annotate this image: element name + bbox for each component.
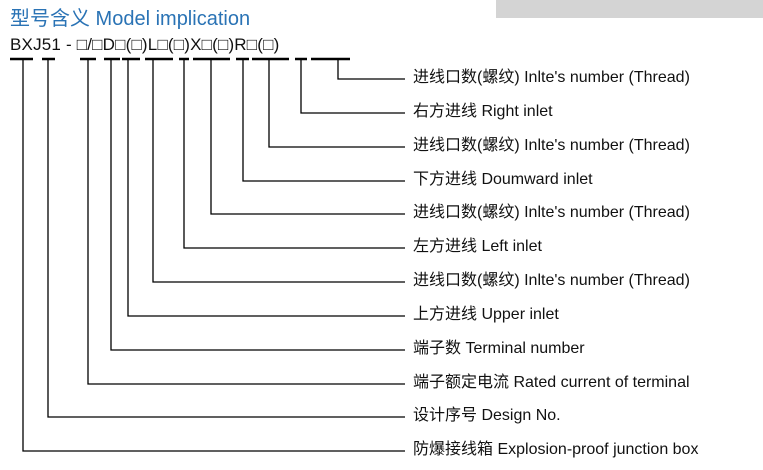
field-label: 端子额定电流 Rated current of terminal (413, 374, 690, 391)
field-label: 端子数 Terminal number (413, 340, 585, 357)
model-code: BXJ51 - □/□D□(□)L□(□)X□(□)R□(□) (10, 35, 280, 54)
field-label: 进线口数(螺纹) Inlte's number (Thread) (413, 69, 690, 86)
leader-line (87, 59, 405, 385)
field-label: 进线口数(螺纹) Inlte's number (Thread) (413, 272, 690, 289)
leader-line (183, 59, 405, 249)
leader-line (110, 59, 405, 351)
field-label: 进线口数(螺纹) Inlte's number (Thread) (413, 137, 690, 154)
header-bar (496, 0, 763, 18)
field-label: 右方进线 Right inlet (413, 103, 553, 120)
leader-line (22, 59, 405, 452)
leader-line (47, 59, 405, 418)
leader-line (300, 59, 405, 114)
field-label: 下方进线 Doumward inlet (413, 171, 593, 188)
leader-line (210, 59, 405, 215)
page-title: 型号含义 Model implication (10, 8, 251, 30)
leader-line (127, 59, 405, 317)
leader-line (152, 59, 405, 283)
leader-line (337, 59, 405, 80)
field-label: 左方进线 Left inlet (413, 238, 542, 255)
leader-line (242, 59, 405, 182)
field-label: 进线口数(螺纹) Inlte's number (Thread) (413, 204, 690, 221)
field-label: 防爆接线箱 Explosion-proof junction box (413, 441, 699, 458)
leader-line (268, 59, 405, 148)
field-label: 上方进线 Upper inlet (413, 306, 559, 323)
field-label: 设计序号 Design No. (413, 407, 561, 424)
